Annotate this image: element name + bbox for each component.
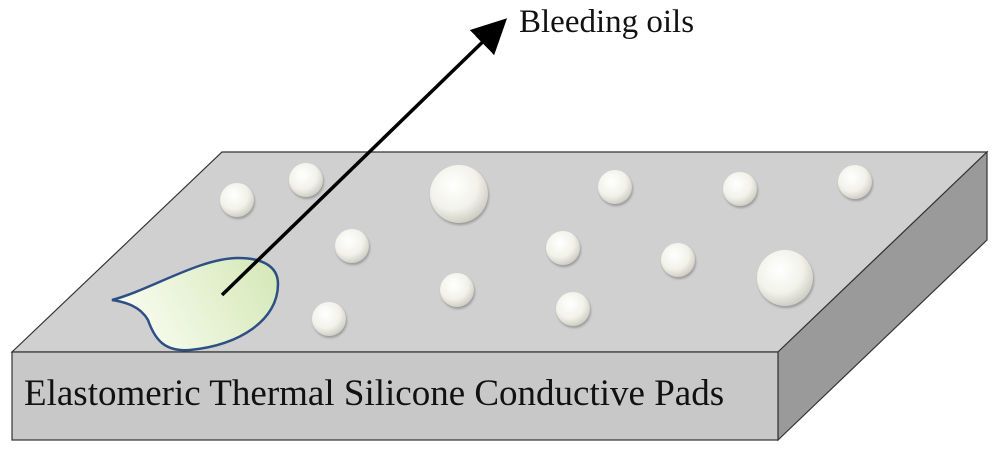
oil-droplet <box>430 165 488 223</box>
oil-droplet <box>440 273 474 307</box>
oil-droplet <box>546 231 580 265</box>
oil-droplet <box>335 229 369 263</box>
pad-label: Elastomeric Thermal Silicone Conductive … <box>24 373 725 414</box>
oil-droplet <box>757 250 813 306</box>
bleeding-oils-label: Bleeding oils <box>519 4 695 40</box>
oil-droplet <box>556 292 590 326</box>
arrow <box>220 18 508 297</box>
oil-droplet <box>289 163 323 197</box>
oil-droplet <box>312 302 346 336</box>
oil-droplet <box>838 165 872 199</box>
oil-droplet <box>661 243 695 277</box>
oil-droplet <box>220 183 254 217</box>
oil-droplet <box>598 170 632 204</box>
oil-droplet <box>723 172 757 206</box>
pad-front-face <box>11 351 779 441</box>
oil-droplets <box>220 163 872 336</box>
